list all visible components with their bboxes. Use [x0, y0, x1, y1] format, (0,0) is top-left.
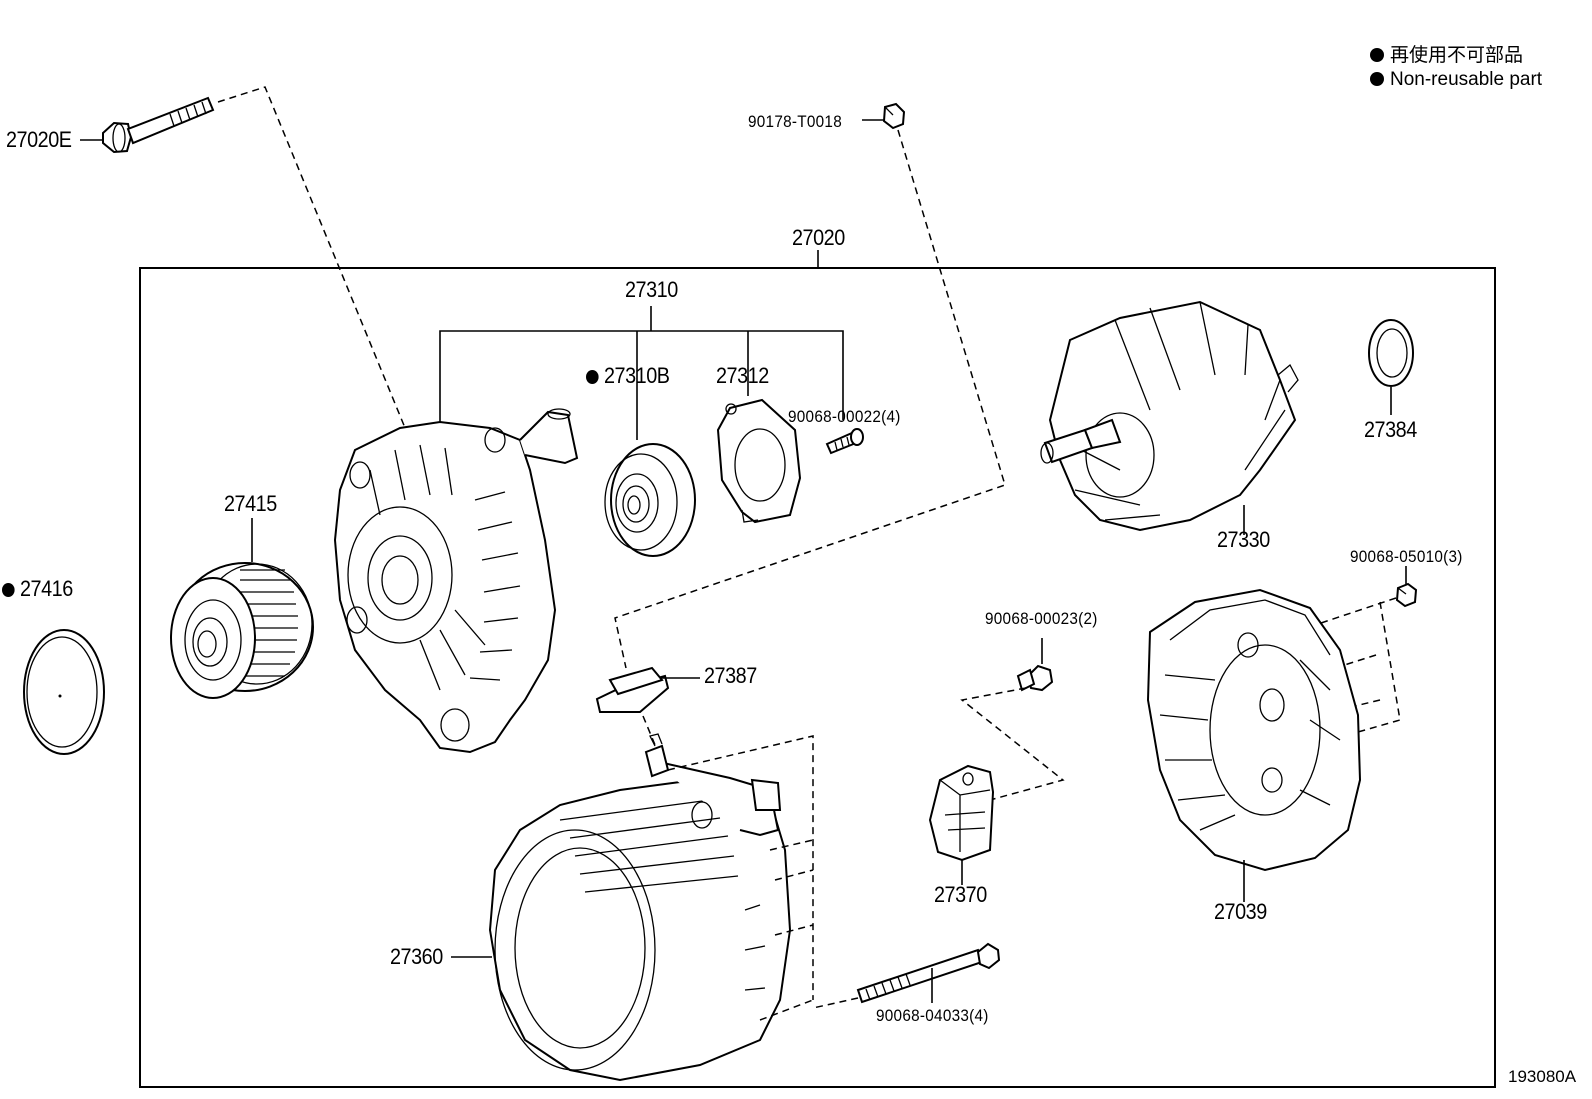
screw-90068-00023-drawing	[1016, 664, 1054, 692]
part-label-27387[interactable]: 27387	[704, 663, 757, 688]
part-label-90068-00023[interactable]: 90068-00023(2)	[985, 609, 1098, 628]
bolt-27020e-drawing	[102, 96, 215, 154]
non-reusable-dot-icon	[586, 370, 599, 384]
part-label-27416[interactable]: 27416	[2, 577, 73, 601]
drive-end-frame-drawing	[333, 408, 579, 754]
part-label-27310b[interactable]: 27310B	[586, 364, 670, 388]
part-label-90068-05010[interactable]: 90068-05010(3)	[1350, 547, 1463, 566]
cap-27416-drawing	[23, 629, 105, 755]
part-label-27415[interactable]: 27415	[224, 491, 277, 516]
part-label-27312[interactable]: 27312	[716, 363, 769, 388]
screw-90068-00022-drawing	[825, 428, 864, 455]
part-label-90178-t0018[interactable]: 90178-T0018	[748, 112, 842, 131]
part-label-27370[interactable]: 27370	[934, 882, 987, 907]
bolt-90068-04033-drawing	[856, 942, 1001, 1004]
part-label-27020[interactable]: 27020	[792, 225, 845, 250]
non-reusable-dot-icon	[1370, 48, 1384, 62]
stator-27360-drawing	[488, 733, 792, 1082]
part-label-90068-04033[interactable]: 90068-04033(4)	[876, 1006, 989, 1025]
pulley-27415-drawing	[170, 562, 314, 699]
cover-27387-drawing	[595, 666, 700, 713]
part-label-27020e[interactable]: 27020E	[6, 127, 72, 152]
part-label-27310[interactable]: 27310	[625, 277, 678, 302]
non-reusable-dot-icon	[1370, 72, 1384, 86]
retainer-27312-drawing	[716, 398, 802, 524]
part-label-27384[interactable]: 27384	[1364, 417, 1417, 442]
rotor-27330-drawing	[1040, 300, 1299, 532]
legend-item-jp: 再使用不可部品	[1370, 44, 1523, 68]
nut-90178-drawing	[882, 102, 906, 130]
rear-cover-27039-drawing	[1146, 588, 1362, 872]
part-label-27330[interactable]: 27330	[1217, 527, 1270, 552]
part-label-90068-00022[interactable]: 90068-00022(4)	[788, 407, 901, 426]
washer-27384-drawing	[1368, 319, 1414, 387]
legend-item-en: Non-reusable part	[1370, 68, 1542, 92]
non-reusable-dot-icon	[2, 583, 15, 597]
diagram-reference-number: 193080A	[1508, 1067, 1577, 1086]
part-label-27039[interactable]: 27039	[1214, 899, 1267, 924]
part-label-27360[interactable]: 27360	[390, 944, 443, 969]
bearing-27310b-drawing	[604, 443, 696, 557]
nut-90068-05010-drawing	[1395, 582, 1418, 608]
brush-holder-27370-drawing	[928, 764, 995, 862]
